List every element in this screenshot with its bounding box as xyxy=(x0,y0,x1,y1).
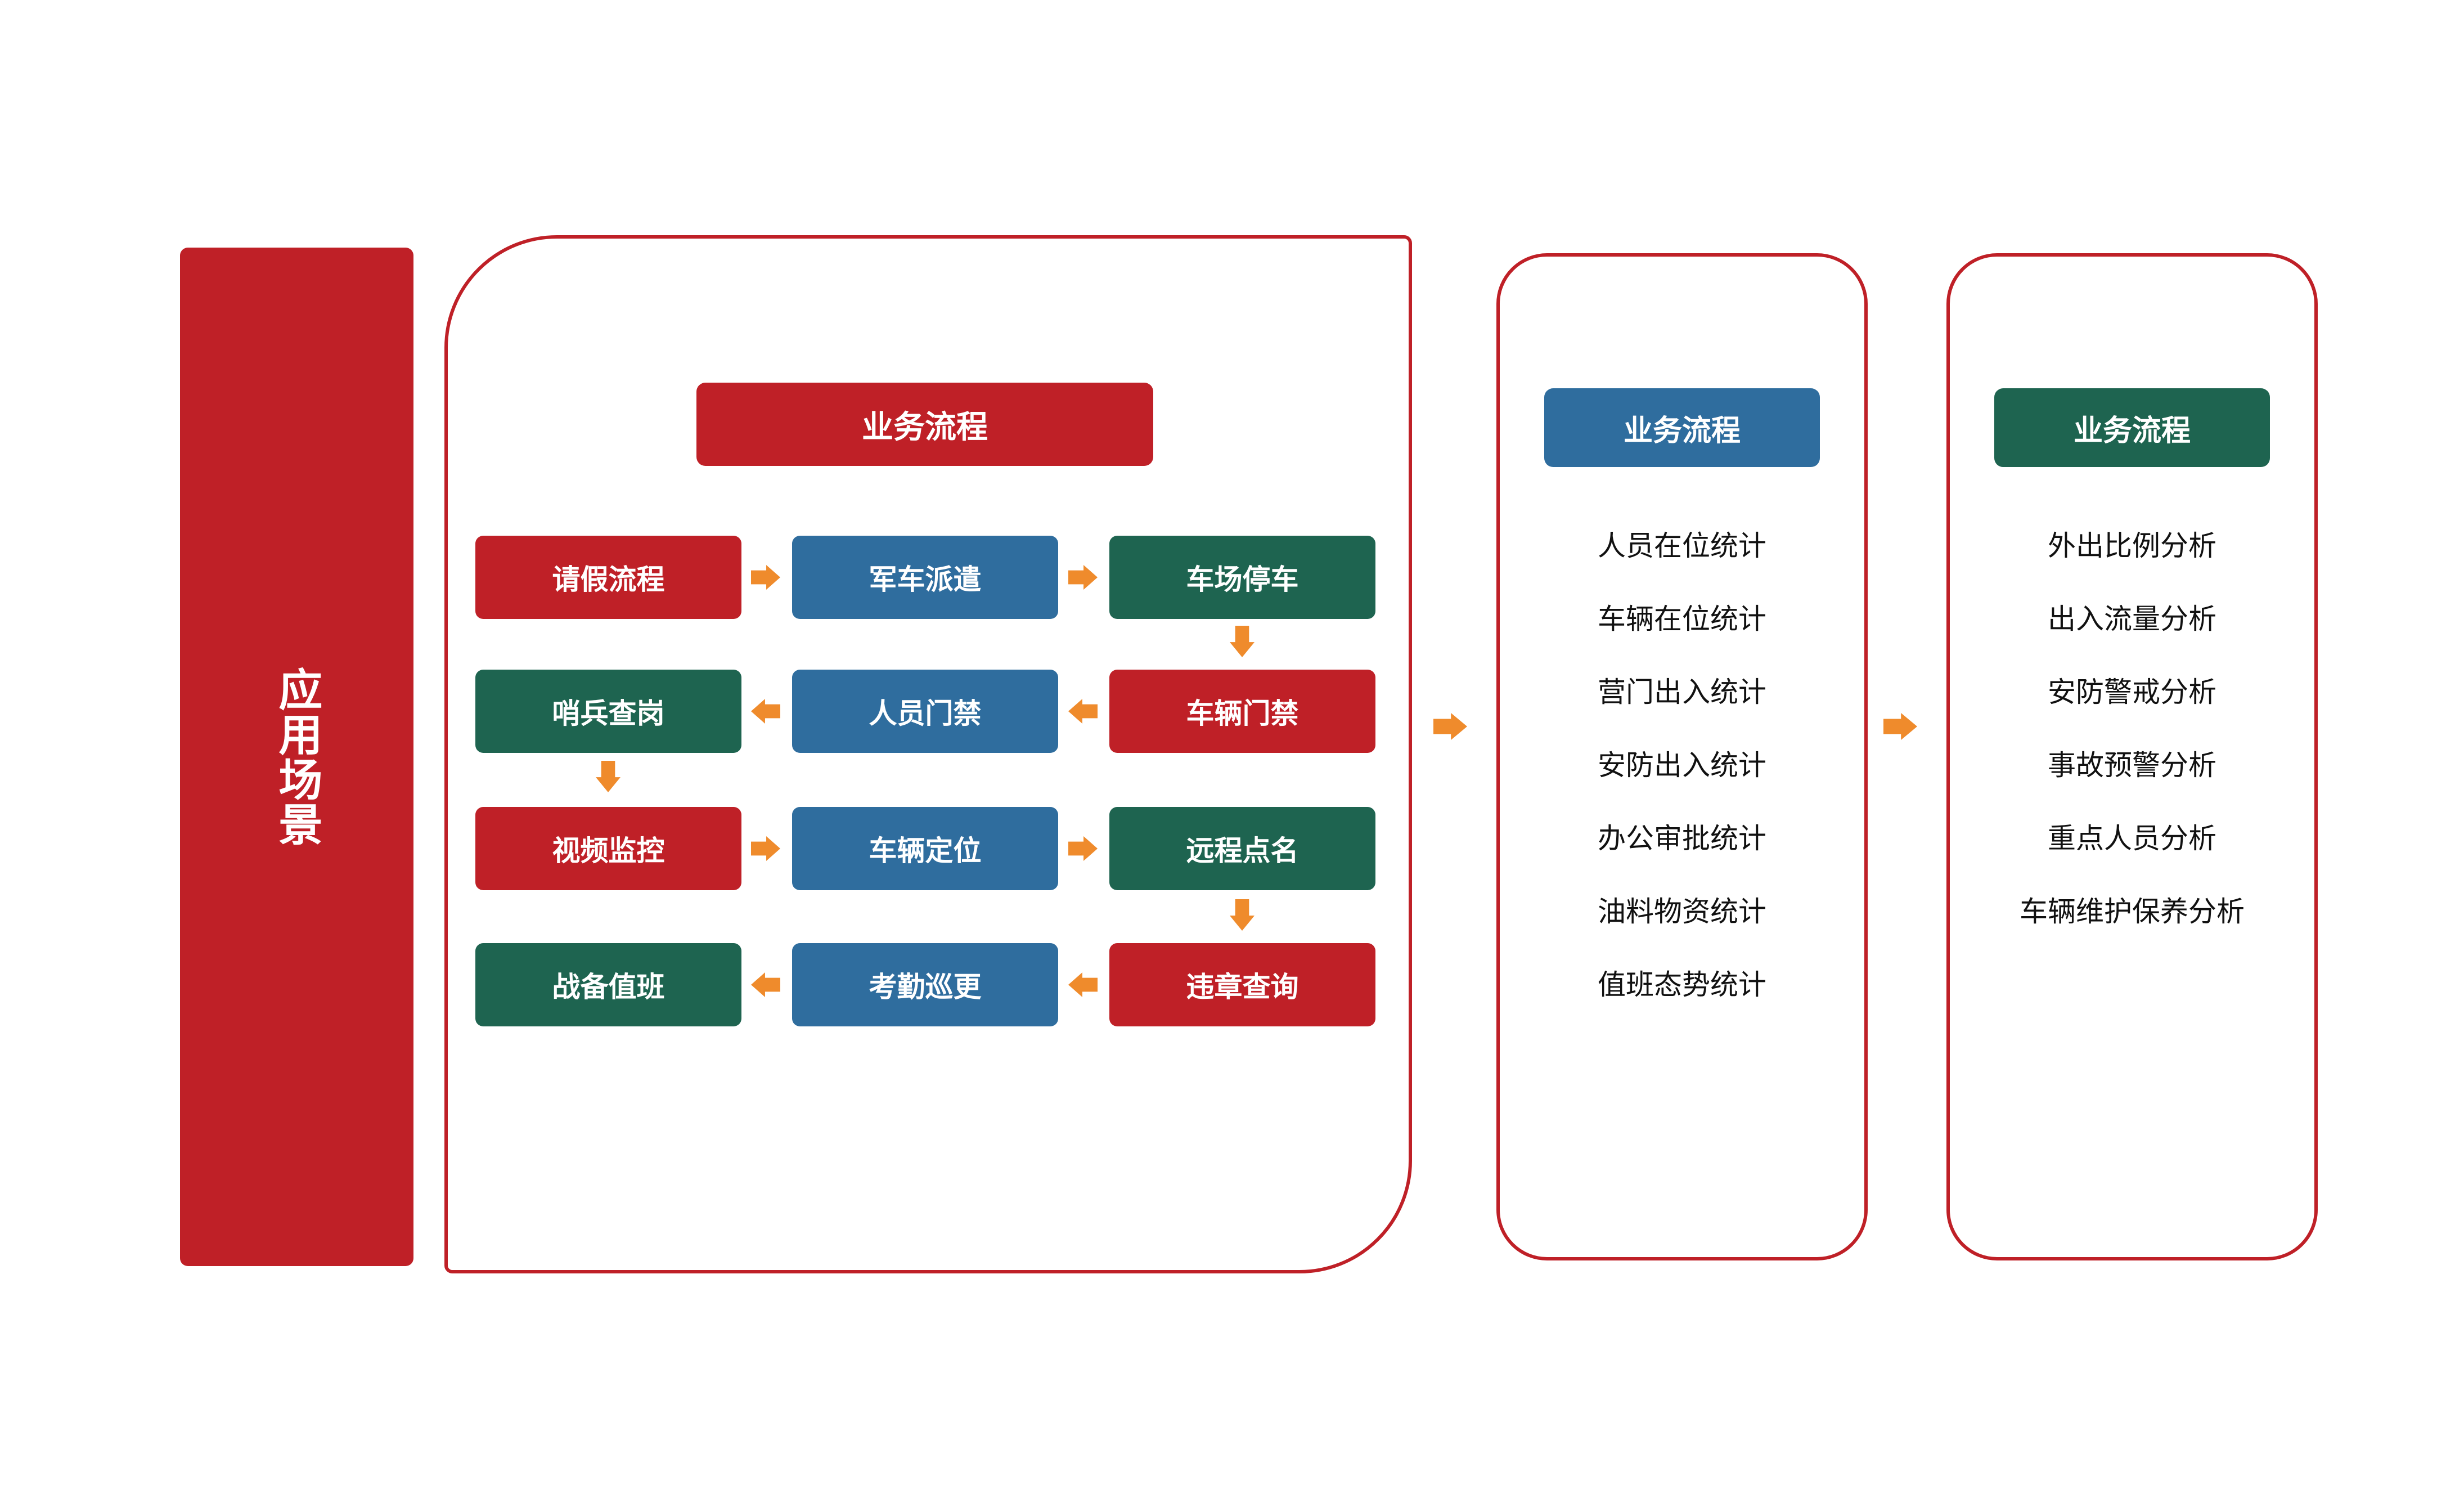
application-scenario-banner-label: 应用场景 xyxy=(272,667,322,847)
flow-box-renyuan-menjin[interactable]: 人员门禁 xyxy=(792,670,1058,753)
list-item: 营门出入统计 xyxy=(1598,676,1766,708)
list-item: 值班态势统计 xyxy=(1598,969,1766,1001)
analysis-panel-list: 外出比例分析 出入流量分析 安防警戒分析 事故预警分析 重点人员分析 车辆维护保… xyxy=(1946,509,2318,948)
list-item: 外出比例分析 xyxy=(2048,530,2216,562)
flow-box-zhanbei-zhiban[interactable]: 战备值班 xyxy=(475,943,741,1026)
stats-panel-list: 人员在位统计 车辆在位统计 营门出入统计 安防出入统计 办公审批统计 油料物资统… xyxy=(1496,509,1868,1021)
application-scenario-banner: 应用场景 xyxy=(180,248,413,1266)
flow-box-kaoqin-xungeng[interactable]: 考勤巡更 xyxy=(792,943,1058,1026)
list-item: 出入流量分析 xyxy=(2048,603,2216,635)
list-item: 人员在位统计 xyxy=(1598,530,1766,562)
flow-box-yuancheng-dianming[interactable]: 远程点名 xyxy=(1109,807,1375,890)
list-item: 安防出入统计 xyxy=(1598,750,1766,781)
list-item: 车辆维护保养分析 xyxy=(2020,896,2245,927)
list-item: 重点人员分析 xyxy=(2048,823,2216,854)
flow-box-cheliang-dingwei[interactable]: 车辆定位 xyxy=(792,807,1058,890)
list-item: 事故预警分析 xyxy=(2048,750,2216,781)
flow-box-shipin-jiankong[interactable]: 视频监控 xyxy=(475,807,741,890)
analysis-panel-header-chip[interactable]: 业务流程 xyxy=(1994,388,2270,467)
list-item: 车辆在位统计 xyxy=(1598,603,1766,635)
stats-panel-header-chip[interactable]: 业务流程 xyxy=(1544,388,1820,467)
main-panel-header-chip[interactable]: 业务流程 xyxy=(696,383,1153,466)
flow-box-weizhang-chaxun[interactable]: 违章查询 xyxy=(1109,943,1375,1026)
flow-box-chechang-tingche[interactable]: 车场停车 xyxy=(1109,536,1375,619)
flow-box-qingjia-liucheng[interactable]: 请假流程 xyxy=(475,536,741,619)
arrow-right-icon xyxy=(1433,713,1467,740)
list-item: 油料物资统计 xyxy=(1598,896,1766,927)
list-item: 办公审批统计 xyxy=(1598,823,1766,854)
arrow-right-icon xyxy=(1883,713,1917,740)
flow-box-shaobing-chagang[interactable]: 哨兵查岗 xyxy=(475,670,741,753)
list-item: 安防警戒分析 xyxy=(2048,676,2216,708)
flow-box-junche-paiqian[interactable]: 军车派遣 xyxy=(792,536,1058,619)
flow-box-cheliang-menjin[interactable]: 车辆门禁 xyxy=(1109,670,1375,753)
